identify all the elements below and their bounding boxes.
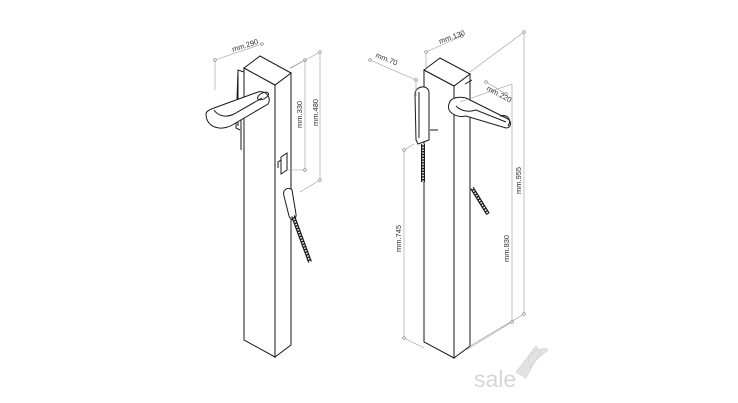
left-soap-tray: [205, 91, 270, 129]
left-post-top-face: [243, 55, 292, 86]
left-shower-hose: [291, 215, 312, 263]
dim-label-220: mm.220: [485, 84, 513, 105]
right-shower-post: [414, 57, 511, 359]
watermark-mark: [515, 345, 549, 379]
left-tray-bracket: [235, 69, 245, 131]
right-soap-tray: [447, 96, 511, 129]
dim-label-70: mm.70: [374, 51, 399, 68]
left-hand-shower: [283, 187, 297, 221]
dim-line-290: [214, 43, 263, 61]
dim-label-830: mm.830: [502, 235, 511, 262]
right-post-top-face: [423, 57, 471, 87]
watermark-text: sale: [474, 366, 516, 392]
left-shower-post: [205, 55, 312, 358]
dim-label-130: mm.130: [438, 28, 467, 46]
dim-label-330: mm.330: [295, 101, 304, 128]
dim-label-955: mm.955: [514, 167, 523, 194]
dim-line-70: [369, 59, 417, 81]
dim-line-130: [425, 35, 463, 53]
dim-label-480: mm.480: [311, 99, 320, 126]
dim-label-290: mm.290: [231, 37, 260, 54]
right-hand-shower: [414, 86, 430, 145]
left-hook: [280, 152, 288, 175]
right-rear-hose: [470, 186, 490, 216]
watermark-logo: sale: [474, 345, 549, 392]
dim-label-745: mm.745: [394, 225, 403, 252]
dim-line-220: [485, 81, 507, 95]
